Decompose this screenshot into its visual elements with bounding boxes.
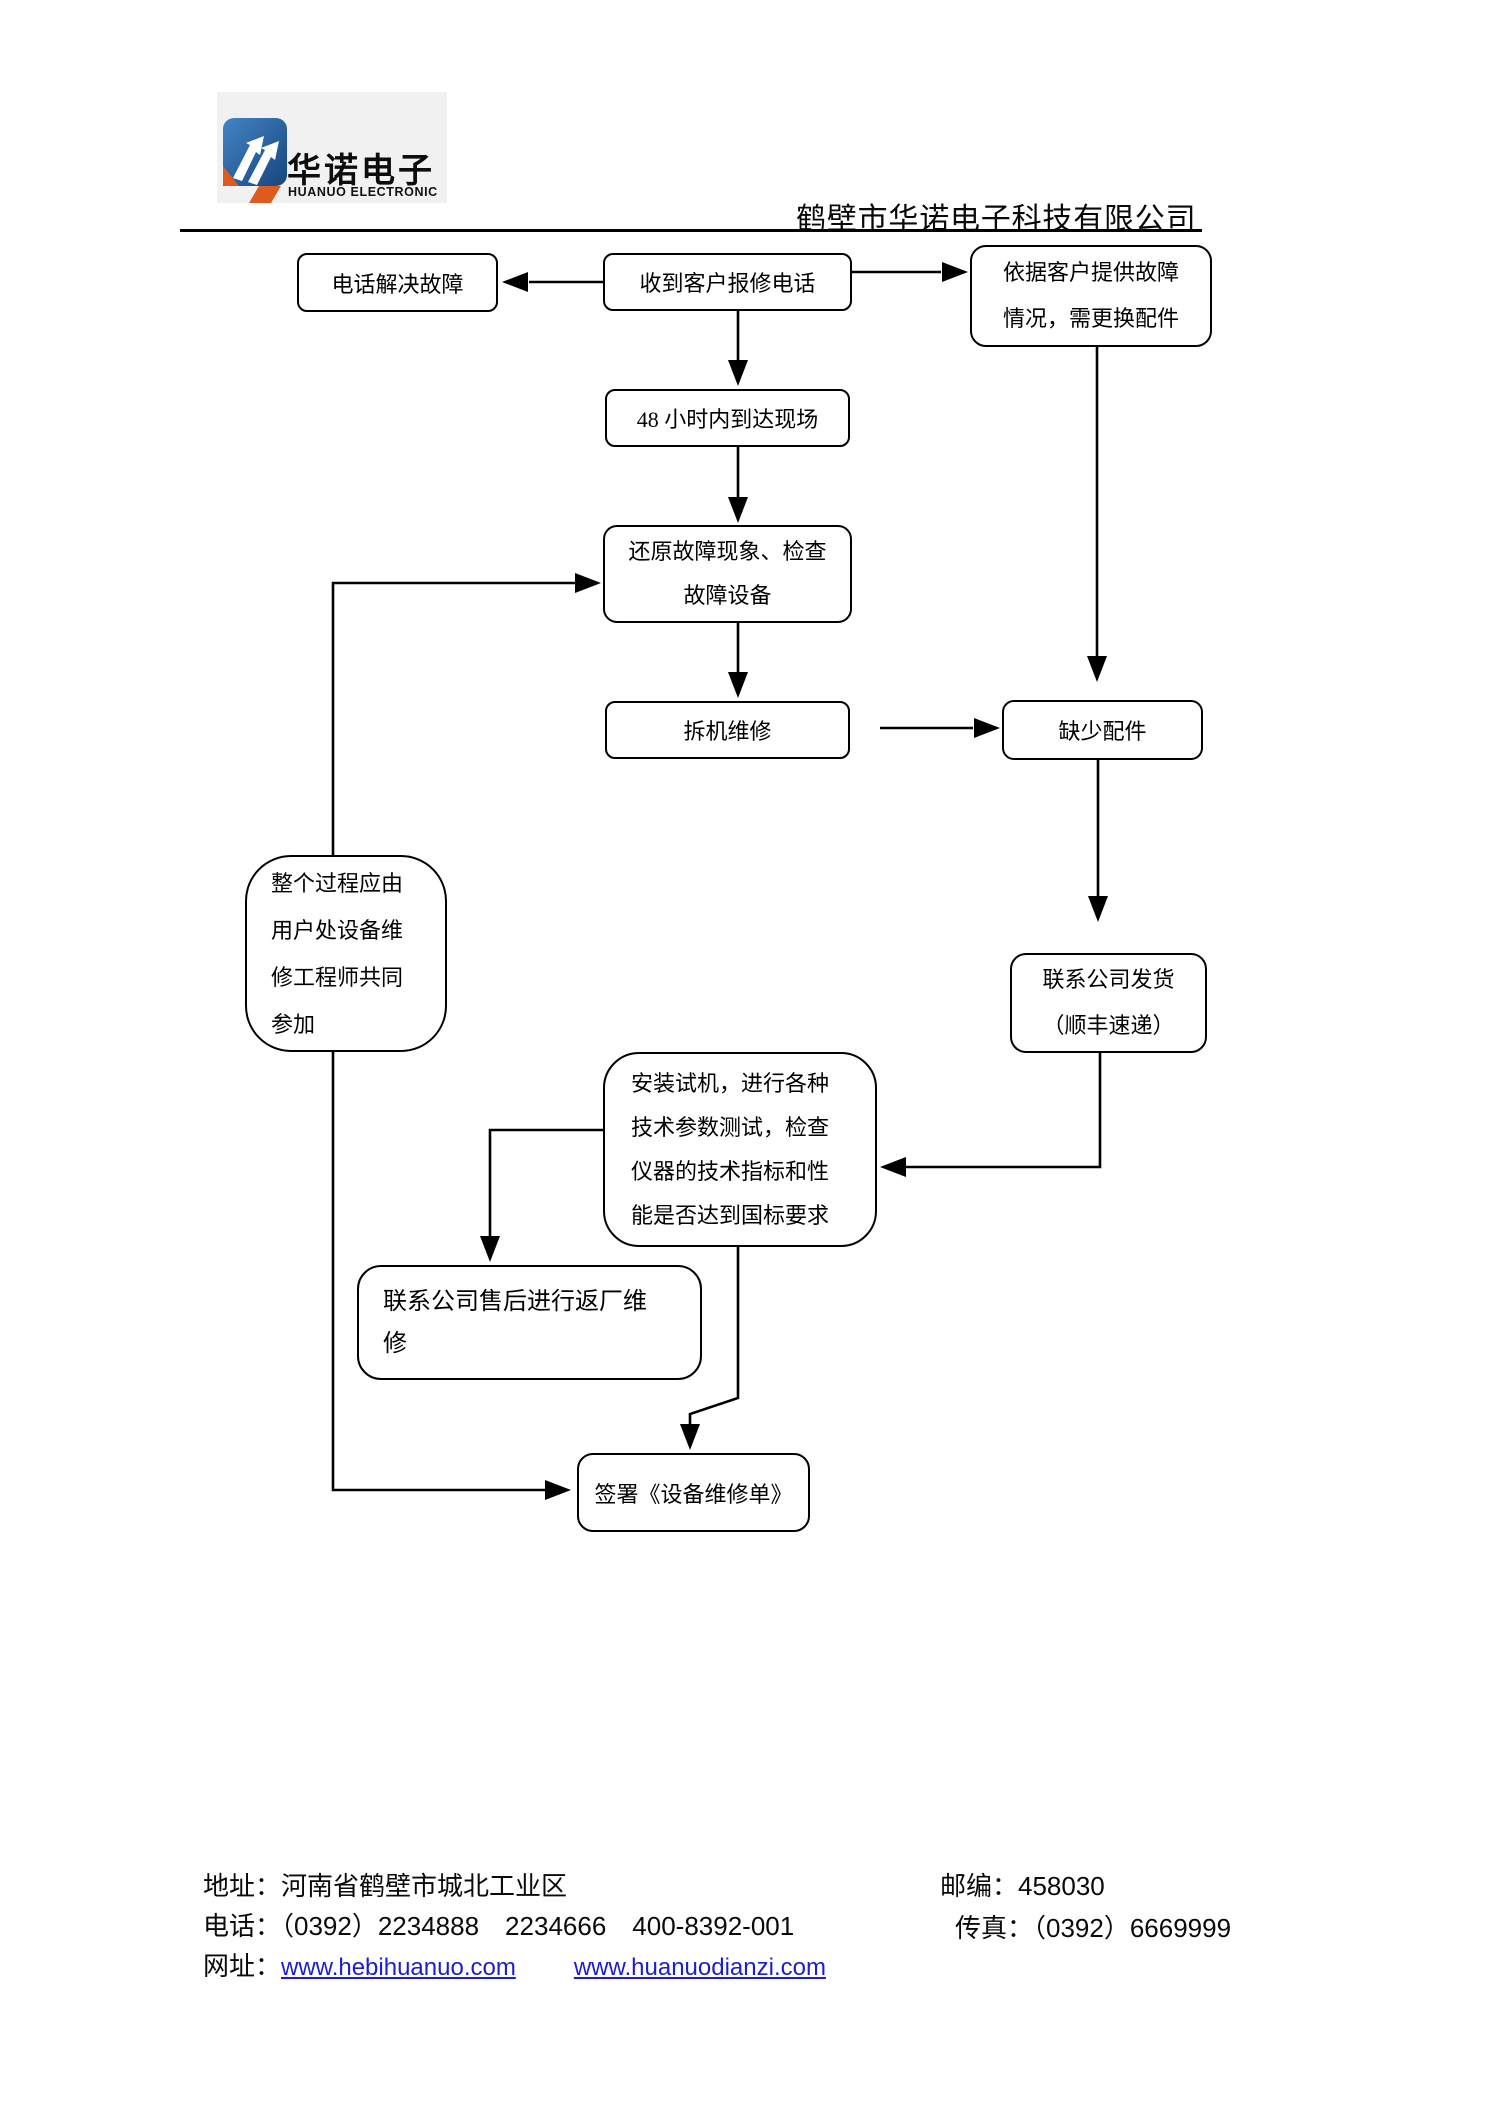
flow-node-label: 收到客户报修电话 [639,271,816,296]
flow-node-arrive-48h: 48 小时内到达现场 [605,389,850,447]
logo-mark-icon [223,118,287,203]
footer-website-label: 网址： [203,1951,282,1981]
flow-node-label: 拆机维修 [683,719,772,744]
connector-arrowheads [480,262,1108,1500]
flow-node-label: 安装试机，进行各种 技术参数测试，检查 仪器的技术指标和性 能是否达到国标要求 [631,1070,830,1228]
flow-node-return-factory: 联系公司售后进行返厂维 修 [357,1265,702,1380]
flow-node-label: 电话解决故障 [331,271,464,297]
flow-node-label: 还原故障现象、检查 故障设备 [628,539,827,608]
flow-node-label: 联系公司发货 （顺丰速递） [1042,967,1175,1038]
flow-node-label: 整个过程应由 用户处设备维 修工程师共同 参加 [271,870,404,1037]
footer-website-row: 网址：www.hebihuanuo.com www.huanuodianzi.co… [203,1946,826,1983]
flow-node-phone-fix: 电话解决故障 [297,253,498,312]
website-link-huanuodianzi[interactable]: www.huanuodianzi.com [573,1954,826,1981]
flow-node-need-parts: 依据客户提供故障 情况，需更换配件 [970,245,1212,347]
footer-address: 地址：河南省鹤壁市城北工业区 [203,1871,568,1901]
flow-node-restore-check: 还原故障现象、检查 故障设备 [603,525,852,623]
company-logo: 华诺电子 HUANUO ELECTRONIC [217,92,447,203]
flow-node-label: 缺少配件 [1058,719,1147,744]
flow-node-engineer-note: 整个过程应由 用户处设备维 修工程师共同 参加 [245,855,447,1052]
flow-node-receive-call: 收到客户报修电话 [603,253,852,311]
header-divider [180,229,1202,232]
logo-text-cn: 华诺电子 [287,152,435,190]
flow-node-label: 48 小时内到达现场 [636,407,819,432]
flow-node-company-ship: 联系公司发货 （顺丰速递） [1010,953,1207,1053]
flow-node-label: 依据客户提供故障 情况，需更换配件 [1002,260,1179,331]
flow-node-disassemble-repair: 拆机维修 [605,701,850,759]
flow-node-label: 联系公司售后进行返厂维 修 [383,1289,647,1357]
logo-text-en: HUANUO ELECTRONIC [288,185,438,199]
website-link-hebihuanuo[interactable]: www.hebihuanuo.com [281,1954,516,1981]
flow-node-label: 签署《设备维修单》 [594,1481,793,1507]
flow-node-sign-form: 签署《设备维修单》 [577,1453,810,1532]
flow-node-missing-parts: 缺少配件 [1002,700,1203,760]
footer-fax: 传真：（0392）6669999 [955,1913,1232,1943]
flow-node-install-test: 安装试机，进行各种 技术参数测试，检查 仪器的技术指标和性 能是否达到国标要求 [603,1052,877,1247]
footer-zipcode: 邮编：458030 [940,1871,1105,1901]
footer-phone: 电话：（0392）2234888 2234666 400-8392-001 [203,1911,795,1941]
